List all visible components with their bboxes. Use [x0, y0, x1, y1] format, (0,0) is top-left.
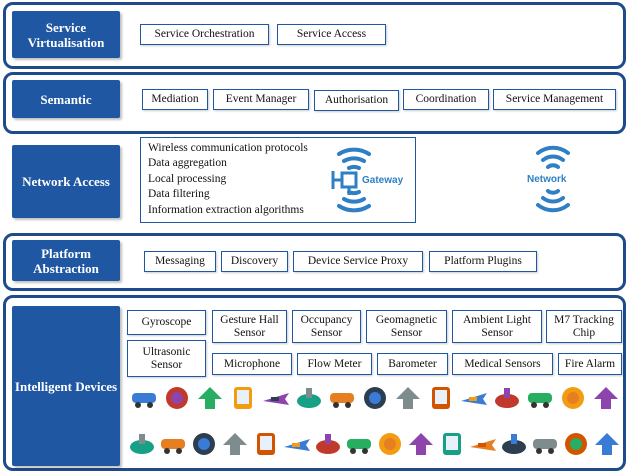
function-line: Wireless communication protocols — [148, 142, 308, 154]
device-icons-row-2 — [127, 426, 622, 466]
sensor-occupancy: Occupancy Sensor — [292, 310, 361, 343]
compass-icon — [261, 383, 291, 413]
layer-title: Service Virtualisation — [12, 11, 120, 58]
box-authorisation: Authorisation — [314, 90, 399, 111]
basket-icon — [327, 383, 357, 413]
sensor-gesture-hall: Gesture Hall Sensor — [212, 310, 287, 343]
layer-intelligent-devices: Intelligent Devices Gyroscope Gesture Ha… — [3, 295, 626, 471]
tree-icon — [393, 383, 423, 413]
airplane-icon — [129, 383, 159, 413]
windsock-icon — [375, 429, 405, 459]
medical-kit-icon — [468, 429, 498, 459]
box-event-manager: Event Manager — [213, 89, 309, 110]
box-mediation: Mediation — [142, 89, 208, 110]
layer-network-access: Network Access Wireless communication pr… — [3, 137, 626, 227]
device-icons-row-1 — [127, 380, 622, 416]
ambulance-icon — [558, 383, 588, 413]
shop-icon — [360, 383, 390, 413]
function-line: Data filtering — [148, 188, 210, 200]
function-line: Data aggregation — [148, 157, 227, 169]
truck-icon — [228, 383, 258, 413]
box-coordination: Coordination — [403, 89, 489, 110]
layer-service-virtualisation: Service Virtualisation Service Orchestra… — [3, 2, 626, 69]
sensor-microphone: Microphone — [212, 353, 292, 375]
glasses-icon — [426, 383, 456, 413]
taxi-icon — [294, 383, 324, 413]
box-messaging: Messaging — [144, 251, 216, 272]
boat-icon — [158, 429, 188, 459]
function-line: Local processing — [148, 173, 227, 185]
network-wireless-icon — [536, 145, 570, 213]
antenna-icon — [525, 383, 555, 413]
tablet-icon — [344, 429, 374, 459]
satellite-icon — [282, 429, 312, 459]
chip-icon — [459, 383, 489, 413]
train-icon — [189, 429, 219, 459]
gateway-box: Wireless communication protocols Data ag… — [140, 137, 416, 223]
circuit-icon — [220, 429, 250, 459]
sensor-flow-meter: Flow Meter — [297, 353, 372, 375]
box-service-management: Service Management — [493, 89, 616, 110]
gateway-label: Gateway — [362, 175, 404, 186]
sensor-m7-tracking: M7 Tracking Chip — [546, 310, 622, 343]
printer-icon — [313, 429, 343, 459]
box-platform-plugins: Platform Plugins — [429, 251, 537, 272]
luggage-icon — [127, 429, 157, 459]
sensor-geomagnetic: Geomagnetic Sensor — [366, 310, 447, 343]
sensor-ultrasonic: Ultrasonic Sensor — [127, 340, 206, 377]
sensor-medical: Medical Sensors — [452, 353, 553, 375]
cctv-icon — [251, 429, 281, 459]
layer-title: Platform Abstraction — [12, 240, 120, 281]
gateway-wireless-icon — [331, 147, 371, 213]
monitor-icon — [499, 429, 529, 459]
car-icon — [195, 383, 225, 413]
layer-platform-abstraction: Platform Abstraction Messaging Discovery… — [3, 233, 626, 291]
pipe-icon — [530, 429, 560, 459]
layer-title: Semantic — [12, 80, 120, 118]
sensor-ambient-light: Ambient Light Sensor — [452, 310, 542, 343]
box-service-access: Service Access — [277, 24, 386, 45]
box-device-service-proxy: Device Service Proxy — [293, 251, 423, 272]
layer-semantic: Semantic Mediation Event Manager Authori… — [3, 72, 626, 134]
box-service-orchestration: Service Orchestration — [140, 24, 269, 45]
weather-icon — [406, 429, 436, 459]
webcam-icon — [492, 383, 522, 413]
layer-title: Network Access — [12, 145, 120, 218]
layer-title: Intelligent Devices — [12, 306, 120, 466]
robot-icon — [437, 429, 467, 459]
phone-icon — [592, 429, 622, 459]
sensor-barometer: Barometer — [377, 353, 448, 375]
box-discovery: Discovery — [221, 251, 288, 272]
bicycle-icon — [591, 383, 621, 413]
network-label: Network — [527, 174, 567, 185]
stroller-icon — [162, 383, 192, 413]
sensor-fire-alarm: Fire Alarm — [558, 353, 622, 375]
headphones-icon — [561, 429, 591, 459]
sensor-gyroscope: Gyroscope — [127, 310, 206, 335]
function-line: Information extraction algorithms — [148, 204, 304, 216]
